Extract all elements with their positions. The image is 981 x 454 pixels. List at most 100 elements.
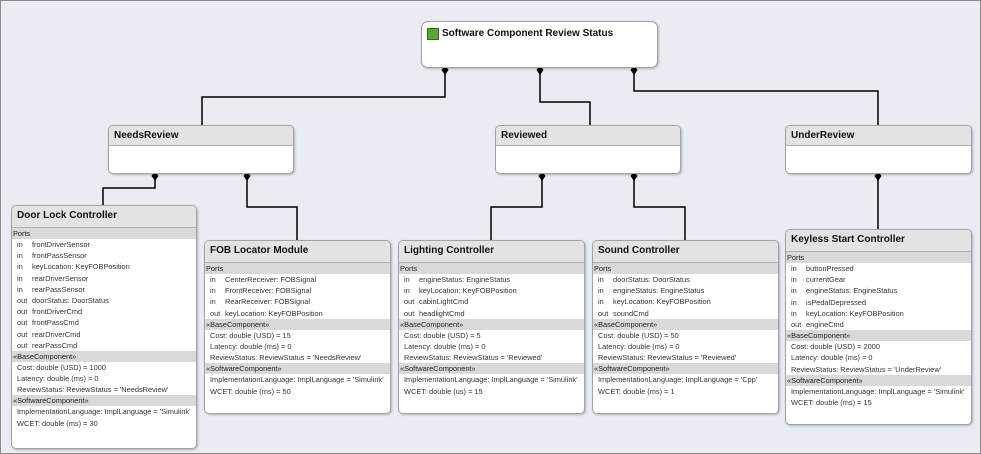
property-row[interactable]: ImplementationLanguage: ImplLanguage = '… xyxy=(404,375,578,385)
port-name: keyLocation: KeyFOBPosition xyxy=(225,308,323,318)
property-row[interactable]: ImplementationLanguage: ImplLanguage = '… xyxy=(791,386,965,396)
root-block[interactable]: Software Component Review Status xyxy=(421,21,658,68)
property-row[interactable]: ReviewStatus: ReviewStatus = 'NeedsRevie… xyxy=(17,385,169,395)
port-direction: in xyxy=(17,273,23,283)
port-name: keyLocation: KeyFOBPosition xyxy=(419,286,517,296)
property-row[interactable]: WCET: double (us) = 15 xyxy=(404,386,483,396)
property-row[interactable]: Latency: double (ms) = 0 xyxy=(210,341,292,351)
property-row[interactable]: Latency: double (ms) = 0 xyxy=(598,341,680,351)
ports-section-header: Ports xyxy=(593,263,778,274)
port-name: frontDriverCmd xyxy=(32,307,83,317)
connector-needsreview-doorlock xyxy=(102,177,156,205)
group-needsreview[interactable]: NeedsReview xyxy=(108,125,294,174)
port-name: doorStatus: DoorStatus xyxy=(613,275,690,284)
property-row[interactable]: Latency: double (ms) = 0 xyxy=(791,353,873,363)
property-row[interactable]: Cost: double (USD) = 50 xyxy=(598,330,679,340)
port-row[interactable]: in engineStatus: EngineStatus xyxy=(593,285,778,296)
property-row[interactable]: ReviewStatus: ReviewStatus = 'UnderRevie… xyxy=(791,364,942,374)
port-direction: out xyxy=(404,297,415,307)
connector-root-underreview xyxy=(633,71,879,125)
property-row[interactable]: ReviewStatus: ReviewStatus = 'Reviewed' xyxy=(404,353,543,363)
port-direction: in xyxy=(17,284,23,294)
property-row[interactable]: ImplementationLanguage: ImplLanguage = '… xyxy=(17,407,191,417)
port-name: RearReceiver: FOBSignal xyxy=(225,297,311,307)
component-title: Sound Controller xyxy=(593,241,778,263)
port-name: isPedalDepressed xyxy=(806,297,866,307)
property-row[interactable]: Cost: double (USD) = 5 xyxy=(404,330,481,340)
port-name: FrontReceiver: FOBSignal xyxy=(225,286,312,296)
port-name: rearDriverCmd xyxy=(32,329,81,339)
port-direction: out xyxy=(17,318,28,328)
port-row[interactable]: in rearDriverSensor xyxy=(12,273,196,284)
port-name: soundCmd xyxy=(613,308,649,318)
port-direction: in xyxy=(791,297,797,307)
port-direction: in xyxy=(598,286,604,296)
port-row[interactable]: in RearReceiver: FOBSignal xyxy=(205,296,390,307)
group-reviewed[interactable]: Reviewed xyxy=(495,125,681,174)
port-name: rearPassCmd xyxy=(32,340,78,350)
property-row[interactable]: WCET: double (ms) = 50 xyxy=(210,386,291,396)
port-name: engineStatus: EngineStatus xyxy=(419,275,511,284)
property-row[interactable]: WCET: double (ms) = 1 xyxy=(598,386,675,396)
base-component-header: «BaseComponent» xyxy=(399,318,584,330)
property-row[interactable]: Latency: double (ms) = 0 xyxy=(404,341,486,351)
port-direction: in xyxy=(791,286,797,296)
port-name: engineStatus: EngineStatus xyxy=(613,286,705,296)
connector-root-reviewed xyxy=(539,71,591,125)
property-row[interactable]: Cost: double (USD) = 2000 xyxy=(791,342,880,352)
property-row[interactable]: Latency: double (ms) = 0 xyxy=(17,374,99,384)
component-status-icon xyxy=(427,27,439,40)
property-row[interactable]: Cost: double (USD) = 15 xyxy=(210,330,291,340)
property-row[interactable]: ReviewStatus: ReviewStatus = 'NeedsRevie… xyxy=(210,353,362,363)
connector-needsreview-fob xyxy=(246,177,298,240)
port-name: doorStatus: DoorStatus xyxy=(32,295,109,305)
port-direction: in xyxy=(210,297,216,307)
property-row[interactable]: WCET: double (ms) = 30 xyxy=(17,418,98,428)
property-row[interactable]: ReviewStatus: ReviewStatus = 'Reviewed' xyxy=(598,353,737,363)
port-direction: in xyxy=(404,286,410,296)
ports-section-header: Ports xyxy=(205,263,390,274)
component-title: Door Lock Controller xyxy=(12,206,196,228)
component-title: Lighting Controller xyxy=(399,241,584,263)
group-underreview[interactable]: UnderReview xyxy=(785,125,972,174)
port-row[interactable]: in keyLocation: KeyFOBPosition xyxy=(399,285,584,296)
port-row[interactable]: in isPedalDepressed xyxy=(786,297,971,308)
port-name: rearDriverSensor xyxy=(32,273,89,283)
property-row[interactable]: Cost: double (USD) = 1000 xyxy=(17,362,106,372)
property-row[interactable]: ImplementationLanguage: ImplLanguage = '… xyxy=(598,375,758,385)
port-name: engineCmd xyxy=(806,319,844,329)
property-row[interactable]: WCET: double (ms) = 15 xyxy=(791,397,872,407)
ports-section-header: Ports xyxy=(399,263,584,274)
property-row[interactable]: ImplementationLanguage: ImplLanguage = '… xyxy=(210,375,384,385)
